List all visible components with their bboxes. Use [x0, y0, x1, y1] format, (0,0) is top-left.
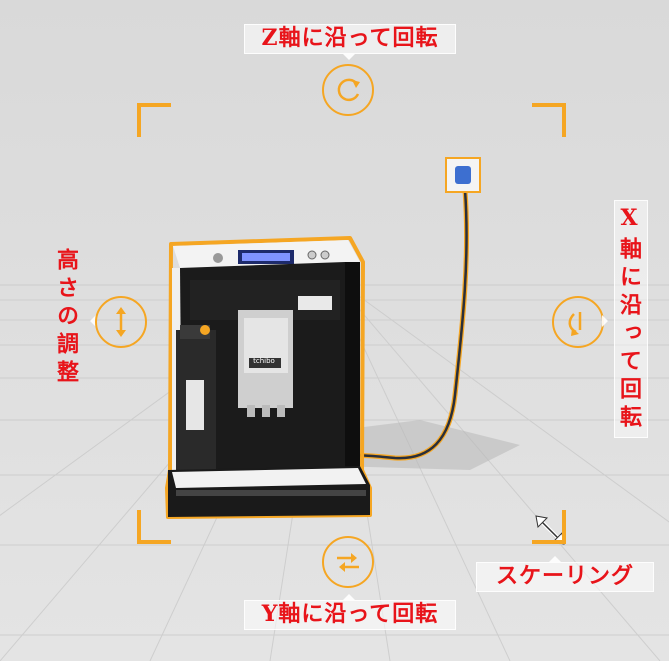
- height-label-pointer: [84, 315, 96, 327]
- swap-horizontal-icon: [337, 553, 359, 572]
- height-label: 高さの調整: [53, 248, 79, 388]
- rotate-z-label-pointer: [343, 54, 355, 66]
- scaling-label-pointer: [549, 550, 561, 562]
- rotate-z-label: Z軸に沿って回転: [244, 24, 456, 54]
- rotate-x-label: X軸に沿って回転: [614, 200, 648, 438]
- selection-corner-top-right: [532, 103, 566, 137]
- rotate-x-label-pointer: [602, 315, 614, 327]
- rotate-x-handle[interactable]: [552, 296, 604, 348]
- selection-corner-bottom-left: [137, 510, 171, 544]
- brand-plate: tchibo: [253, 357, 275, 365]
- selection-corner-bottom-right: [532, 510, 566, 544]
- rotate-cw-icon: [337, 78, 360, 102]
- height-adjust-handle[interactable]: [95, 296, 147, 348]
- selection-corner-top-left: [137, 103, 171, 137]
- scaling-label: スケーリング: [476, 562, 654, 592]
- rotate-y-handle[interactable]: [322, 536, 374, 588]
- rotate-y-label: Y軸に沿って回転: [244, 600, 456, 630]
- rotate-y-label-pointer: [343, 588, 355, 600]
- rotate-vertical-icon: [568, 312, 582, 336]
- rotate-z-handle[interactable]: [322, 64, 374, 116]
- arrows-vertical-icon: [116, 307, 126, 337]
